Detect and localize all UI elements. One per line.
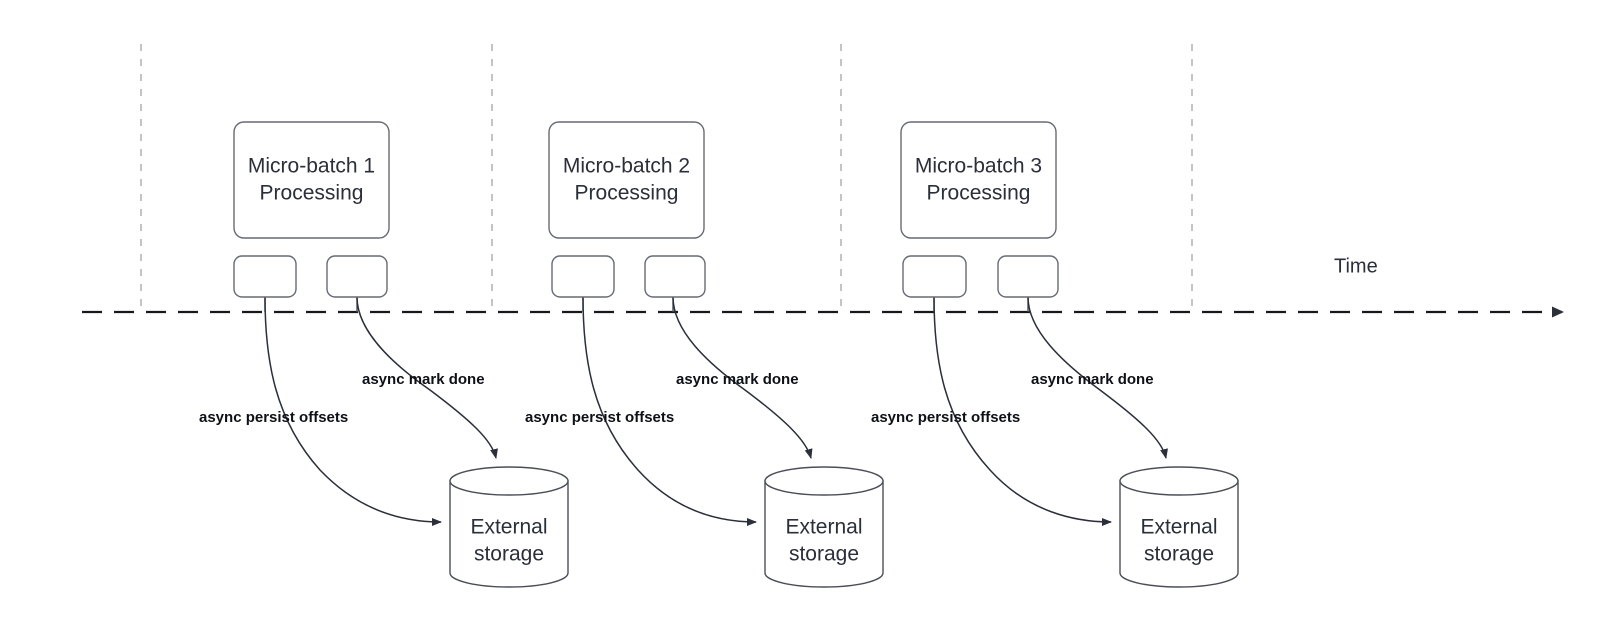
small-box-right-3[interactable] xyxy=(997,255,1059,298)
timeline-group: Time xyxy=(82,255,1564,318)
small-box-left-1[interactable] xyxy=(233,255,297,298)
small-box-right-2[interactable] xyxy=(644,255,706,298)
edge-mark-done-2-label: async mark done xyxy=(676,371,799,388)
edge-mark-done-1-label: async mark done xyxy=(362,371,485,388)
storage-cylinder-body-1[interactable] xyxy=(449,480,569,588)
time-axis-label: Time xyxy=(1334,255,1378,277)
storage-cylinder-cap-3 xyxy=(1119,466,1239,496)
edge-mark-done-1 xyxy=(356,296,498,459)
edge-persist-2-label: async persist offsets xyxy=(525,409,674,426)
small-box-left-3[interactable] xyxy=(902,255,967,298)
storage-label-line2-3: storage xyxy=(1144,543,1214,566)
edge-mark-done-3 xyxy=(1027,296,1168,459)
edge-persist-1 xyxy=(264,296,442,526)
storage-cylinder-body-3[interactable] xyxy=(1119,480,1239,588)
small-box-right-1[interactable] xyxy=(326,255,388,298)
storage-cylinder-body-2[interactable] xyxy=(764,480,884,588)
small-box-left-2[interactable] xyxy=(551,255,615,298)
micro-batch-label-line1-1: Micro-batch 1 xyxy=(248,155,375,178)
micro-batch-box-2[interactable] xyxy=(548,121,705,239)
edge-persist-1-label: async persist offsets xyxy=(199,409,348,426)
micro-batch-box-1[interactable] xyxy=(233,121,390,239)
storage-cylinder-cap-1 xyxy=(449,466,569,496)
micro-batch-label-line1-3: Micro-batch 3 xyxy=(915,155,1042,178)
edge-persist-2 xyxy=(582,296,757,526)
storage-label-line2-1: storage xyxy=(474,543,544,566)
edge-mark-done-3-label: async mark done xyxy=(1031,371,1154,388)
storage-label-line1-1: External xyxy=(470,516,547,539)
micro-batch-label-line2-2: Processing xyxy=(575,182,679,205)
storage-cylinder-cap-2 xyxy=(764,466,884,496)
edge-mark-done-2 xyxy=(672,296,813,459)
micro-batch-label-line1-2: Micro-batch 2 xyxy=(563,155,690,178)
edge-persist-3 xyxy=(933,296,1112,526)
micro-batch-label-line2-3: Processing xyxy=(927,182,1031,205)
edge-persist-3-label: async persist offsets xyxy=(871,409,1020,426)
storage-label-line1-3: External xyxy=(1140,516,1217,539)
storage-label-line2-2: storage xyxy=(789,543,859,566)
storage-label-line1-2: External xyxy=(785,516,862,539)
micro-batch-label-line2-1: Processing xyxy=(260,182,364,205)
micro-batch-box-3[interactable] xyxy=(900,121,1057,239)
